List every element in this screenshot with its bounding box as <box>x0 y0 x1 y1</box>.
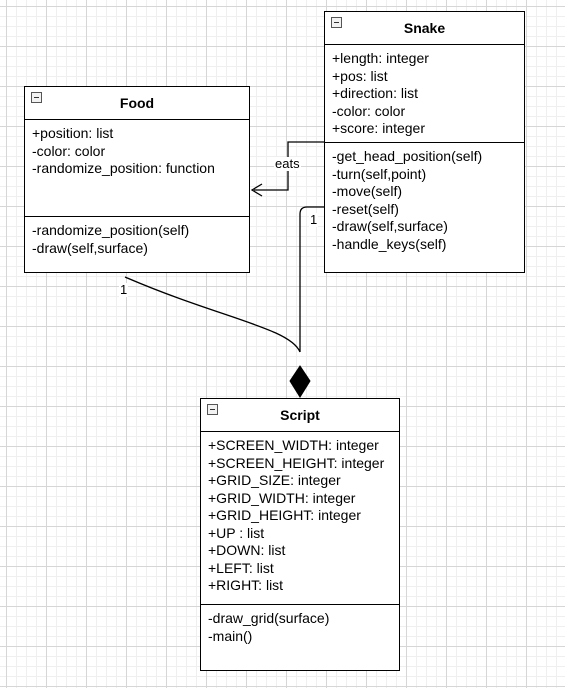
attribute: +direction: list <box>332 85 418 101</box>
method: -main() <box>208 627 253 644</box>
composition-diamond <box>289 365 311 398</box>
attribute: -randomize_position: function <box>32 160 215 176</box>
script-class-header[interactable]: Script <box>201 399 399 432</box>
method: -turn(self,point) <box>332 165 427 182</box>
script-class-name: Script <box>280 407 320 423</box>
food-script-composition-line <box>124 276 301 353</box>
script-methods: -draw_grid(surface) -main() <box>201 605 399 650</box>
method: -draw(self,surface) <box>32 239 148 256</box>
method: -draw_grid(surface) <box>208 610 330 626</box>
food-class-header[interactable]: Food <box>25 87 249 120</box>
method: -randomize_position(self) <box>32 222 190 238</box>
method: -draw(self,surface) <box>332 218 448 234</box>
attribute: -color: color <box>332 102 406 119</box>
method: -reset(self) <box>332 200 399 217</box>
snake-multiplicity-label: 1 <box>309 212 319 227</box>
script-attributes: +SCREEN_WIDTH: integer +SCREEN_HEIGHT: i… <box>201 432 399 605</box>
attribute: +UP : list <box>208 524 265 541</box>
attribute: +GRID_WIDTH: integer <box>208 489 356 506</box>
collapse-icon[interactable] <box>331 17 342 28</box>
script-class[interactable]: Script +SCREEN_WIDTH: integer +SCREEN_HE… <box>200 398 400 671</box>
attribute: +LEFT: list <box>208 559 274 576</box>
eats-arrowhead <box>250 183 263 197</box>
snake-class-header[interactable]: Snake <box>325 12 524 45</box>
method: -move(self) <box>332 183 403 199</box>
attribute: +length: integer <box>332 50 429 66</box>
eats-label: eats <box>274 156 301 171</box>
attribute: +RIGHT: list <box>208 577 284 593</box>
food-methods: -randomize_position(self) -draw(self,sur… <box>25 217 249 262</box>
method: -handle_keys(self) <box>332 235 447 252</box>
attribute: +position: list <box>32 125 114 141</box>
collapse-icon[interactable] <box>207 404 218 415</box>
food-class[interactable]: Food +position: list -color: color -rand… <box>24 86 250 273</box>
attribute: +pos: list <box>332 67 388 84</box>
attribute: -color: color <box>32 142 106 159</box>
food-multiplicity-label: 1 <box>119 282 129 297</box>
attribute: +SCREEN_WIDTH: integer <box>208 437 379 453</box>
attribute: +DOWN: list <box>208 542 286 558</box>
method: -get_head_position(self) <box>332 148 483 164</box>
food-class-name: Food <box>119 95 155 111</box>
food-attributes: +position: list -color: color -randomize… <box>25 120 249 217</box>
snake-methods: -get_head_position(self) -turn(self,poin… <box>325 143 524 258</box>
snake-attributes: +length: integer +pos: list +direction: … <box>325 45 524 143</box>
snake-script-composition-line <box>299 206 324 352</box>
collapse-icon[interactable] <box>31 92 42 103</box>
attribute: +GRID_SIZE: integer <box>208 472 341 488</box>
attribute: +SCREEN_HEIGHT: integer <box>208 454 385 471</box>
attribute: +score: integer <box>332 120 425 136</box>
snake-class[interactable]: Snake +length: integer +pos: list +direc… <box>324 11 525 273</box>
snake-class-name: Snake <box>403 20 446 36</box>
attribute: +GRID_HEIGHT: integer <box>208 507 361 523</box>
